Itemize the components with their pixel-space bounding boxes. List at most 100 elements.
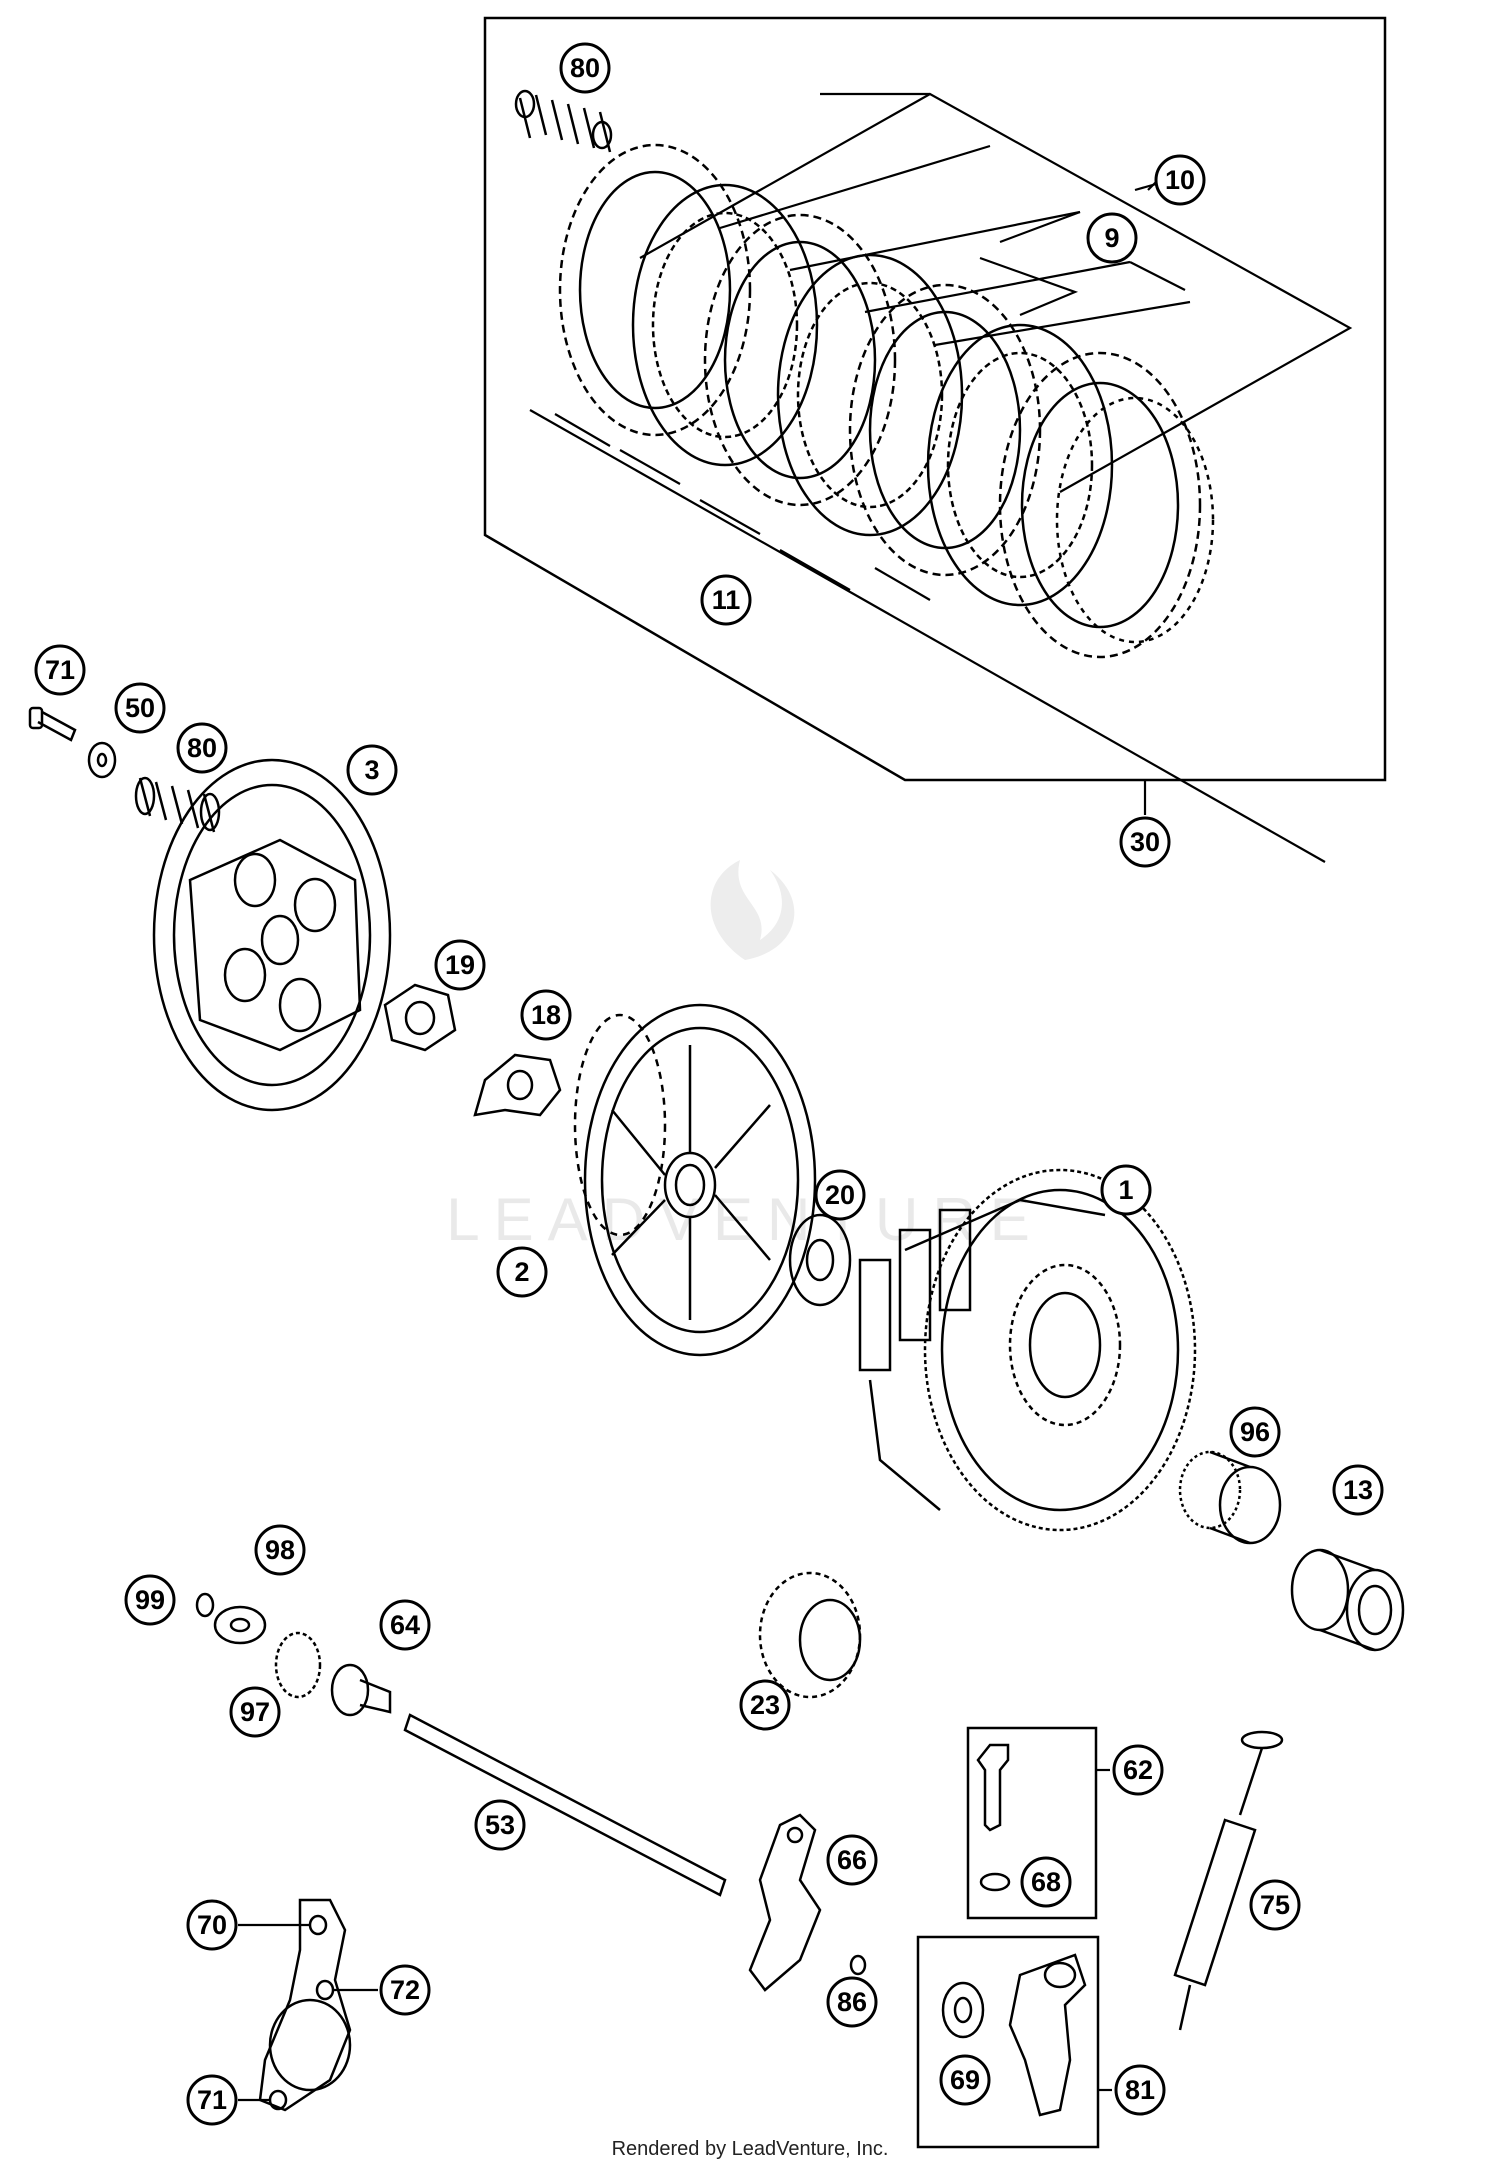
callout-9[interactable]: 9 xyxy=(1086,212,1138,264)
callout-69[interactable]: 69 xyxy=(939,2054,991,2106)
pressure-plate-3 xyxy=(152,758,392,1112)
callout-label: 75 xyxy=(1260,1890,1290,1920)
screw-71 xyxy=(28,706,77,742)
callout-10[interactable]: 10 xyxy=(1154,154,1206,206)
callout-86[interactable]: 86 xyxy=(826,1976,878,2028)
thrust-washer-20 xyxy=(788,1213,852,1307)
clutch-kit-frame xyxy=(483,16,1387,782)
push-rod-53 xyxy=(403,1713,727,1897)
bearing-97 xyxy=(274,1631,322,1699)
clutch-bracket-66 xyxy=(748,1813,822,1992)
watermark-text: LEADVENTURE xyxy=(446,1186,1043,1253)
callout-label: 53 xyxy=(485,1810,515,1840)
washer-50 xyxy=(87,741,117,779)
callout-label: 98 xyxy=(265,1535,295,1565)
dowel-86 xyxy=(849,1954,867,1976)
callout-label: 62 xyxy=(1123,1755,1153,1785)
watermark: LEADVENTURE xyxy=(446,860,1043,1253)
callout-97[interactable]: 97 xyxy=(229,1686,281,1738)
bleed-screw-62 xyxy=(976,1743,1010,1832)
callout-23[interactable]: 23 xyxy=(739,1679,791,1731)
callout-53[interactable]: 53 xyxy=(474,1799,526,1851)
outer-basket-1 xyxy=(858,1168,1197,1532)
callout-label: 2 xyxy=(514,1257,529,1287)
callout-label: 66 xyxy=(837,1845,867,1875)
callout-label: 70 xyxy=(197,1910,227,1940)
callout-99[interactable]: 99 xyxy=(124,1574,176,1626)
circlip-99 xyxy=(195,1592,215,1618)
primary-gear-23 xyxy=(758,1571,862,1699)
callout-label: 19 xyxy=(445,950,475,980)
kit-leaders xyxy=(529,92,1353,863)
callout-label: 71 xyxy=(45,655,75,685)
callout-label: 81 xyxy=(1125,2075,1155,2105)
callout-20[interactable]: 20 xyxy=(814,1169,866,1221)
callout-label: 71 xyxy=(197,2085,227,2115)
callout-68[interactable]: 68 xyxy=(1020,1856,1072,1908)
callout-label: 18 xyxy=(531,1000,561,1030)
callout-50[interactable]: 50 xyxy=(114,682,166,734)
spring-80-lower xyxy=(134,776,221,833)
callout-label: 50 xyxy=(125,693,155,723)
callout-81[interactable]: 81 xyxy=(1114,2064,1166,2116)
callout-label: 86 xyxy=(837,1987,867,2017)
callout-13[interactable]: 13 xyxy=(1332,1464,1384,1516)
kit-81-frame xyxy=(916,1935,1100,2149)
callout-label: 68 xyxy=(1031,1867,1061,1897)
callout-label: 13 xyxy=(1343,1475,1373,1505)
callout-18[interactable]: 18 xyxy=(520,989,572,1041)
callout-72[interactable]: 72 xyxy=(379,1964,431,2016)
callout-label: 30 xyxy=(1130,827,1160,857)
callout-30[interactable]: 30 xyxy=(1119,816,1171,868)
kit-62-frame xyxy=(966,1726,1098,1920)
callout-label: 1 xyxy=(1118,1175,1133,1205)
seal-69 xyxy=(941,1981,985,2039)
o-ring-68 xyxy=(979,1872,1011,1892)
callout-1[interactable]: 1 xyxy=(1100,1164,1152,1216)
washer-98 xyxy=(213,1605,267,1645)
callout-label: 64 xyxy=(390,1610,420,1640)
callout-label: 72 xyxy=(390,1975,420,2005)
callout-70[interactable]: 70 xyxy=(186,1899,238,1951)
callout-64[interactable]: 64 xyxy=(379,1599,431,1651)
spring-80-top xyxy=(514,89,613,153)
clutch-plate-stack xyxy=(558,143,1215,659)
callout-label: 80 xyxy=(187,733,217,763)
callout-98[interactable]: 98 xyxy=(254,1524,306,1576)
callout-96[interactable]: 96 xyxy=(1229,1406,1281,1458)
callout-75[interactable]: 75 xyxy=(1249,1879,1301,1931)
pressure-piece-64 xyxy=(330,1663,392,1717)
callout-71-bottom[interactable]: 71 xyxy=(186,2074,238,2126)
callout-3[interactable]: 3 xyxy=(346,744,398,796)
callout-label: 10 xyxy=(1165,165,1195,195)
inner-hub-2 xyxy=(573,1003,817,1357)
callout-label: 3 xyxy=(364,755,379,785)
callout-label: 69 xyxy=(950,2065,980,2095)
callout-label: 96 xyxy=(1240,1417,1270,1447)
credit-line: Rendered by LeadVenture, Inc. xyxy=(611,2138,889,2160)
callout-label: 80 xyxy=(570,53,600,83)
callout-66[interactable]: 66 xyxy=(826,1834,878,1886)
callout-80-top[interactable]: 80 xyxy=(559,42,611,94)
callout-label: 11 xyxy=(712,585,741,615)
bushing-13 xyxy=(1290,1548,1405,1652)
nut-19 xyxy=(383,983,457,1052)
slave-cylinder-81 xyxy=(1008,1953,1087,2117)
callout-2[interactable]: 2 xyxy=(496,1246,548,1298)
callout-80-lower[interactable]: 80 xyxy=(176,722,228,774)
callout-label: 23 xyxy=(750,1690,780,1720)
lock-washer-18 xyxy=(473,1053,562,1117)
callout-label: 20 xyxy=(825,1180,855,1210)
callout-label: 97 xyxy=(240,1697,270,1727)
gasket-leaders xyxy=(238,1923,378,2102)
callout-62[interactable]: 62 xyxy=(1112,1744,1164,1796)
needle-bearing-96 xyxy=(1178,1450,1282,1545)
callout-71-top[interactable]: 71 xyxy=(34,644,86,696)
callout-label: 9 xyxy=(1104,223,1119,253)
callout-label: 99 xyxy=(135,1585,165,1615)
grease-syringe-75 xyxy=(1173,1730,1284,2031)
cover-gasket xyxy=(258,1898,352,2112)
callout-19[interactable]: 19 xyxy=(434,939,486,991)
callout-11[interactable]: 11 xyxy=(700,574,752,626)
